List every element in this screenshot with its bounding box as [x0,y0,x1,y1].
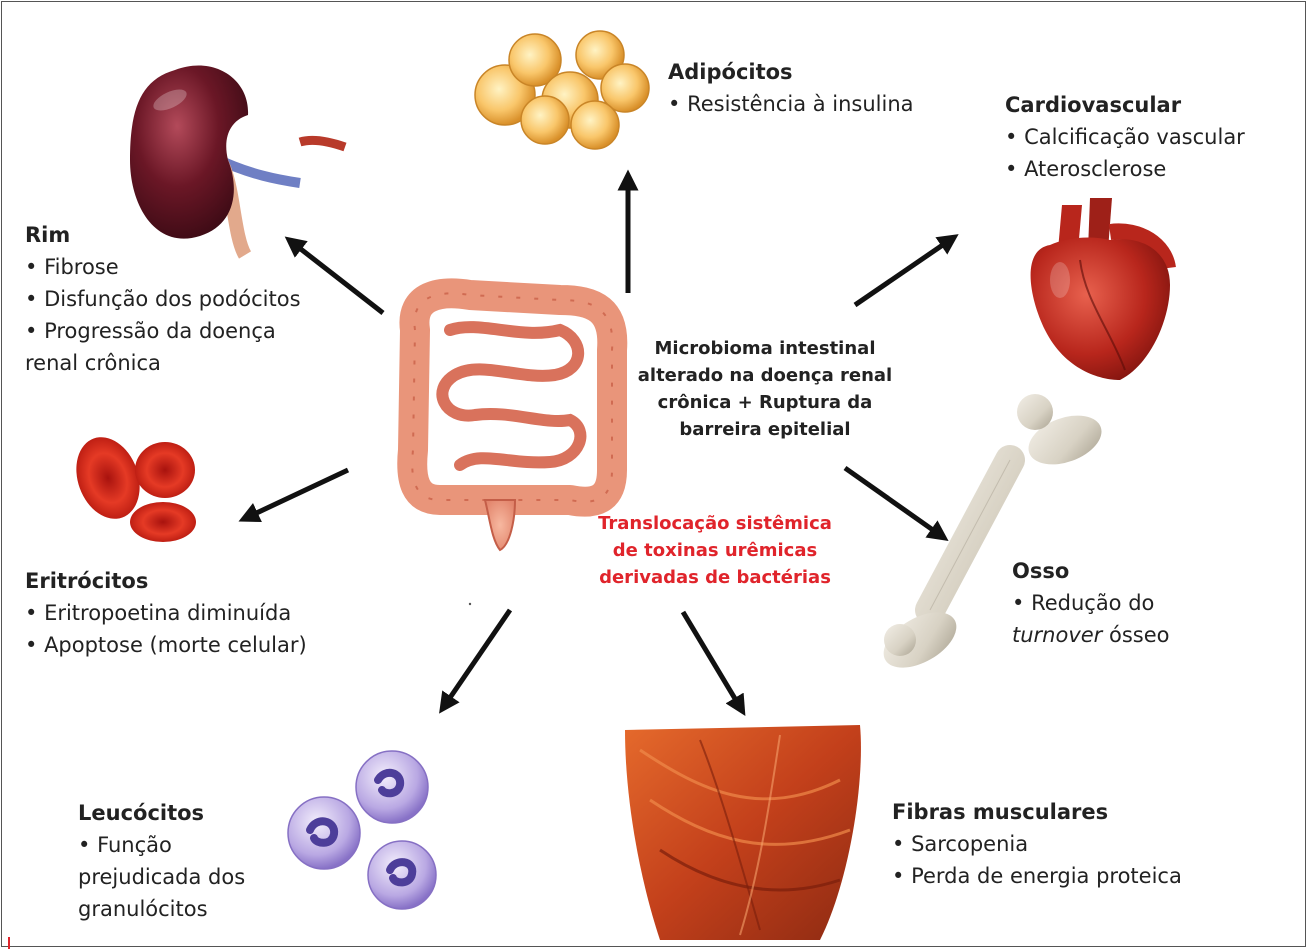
adipocytes-title: Adipócitos [668,56,914,88]
adipocytes-icon [475,31,649,149]
cardiovascular-item: Calcificação vascular [1005,121,1245,153]
kidney-item-continuation: renal crônica [25,347,301,379]
leukocytes-item: Função [78,829,245,861]
muscle-fibers-icon [625,725,861,940]
leukocytes-block: Leucócitos Função prejudicada dos granul… [78,797,245,925]
stray-dot [469,603,471,605]
kidney-block: Rim Fibrose Disfunção dos podócitos Prog… [25,219,301,379]
center-main-text: Microbioma intestinal alterado na doença… [620,335,910,443]
erythrocytes-block: Eritrócitos Eritropoetina diminuída Apop… [25,565,307,661]
erythrocytes-item: Eritropoetina diminuída [25,597,307,629]
center-main-line: Microbioma intestinal [620,335,910,362]
kidney-item: Progressão da doença [25,315,301,347]
muscle-title: Fibras musculares [892,796,1182,828]
bone-item: Redução do [1012,587,1170,619]
cardiovascular-title: Cardiovascular [1005,89,1245,121]
kidney-item: Fibrose [25,251,301,283]
kidney-title: Rim [25,219,301,251]
bone-item-tail: ósseo [1102,623,1169,647]
center-red-text: Translocação sistêmica de toxinas urêmic… [560,510,870,591]
arrow-to-muscle [683,612,740,707]
leukocytes-item-continuation: granulócitos [78,893,245,925]
leukocytes-item-continuation: prejudicada dos [78,861,245,893]
bone-title: Osso [1012,555,1170,587]
muscle-item: Sarcopenia [892,828,1182,860]
bone-italic-word: turnover [1012,623,1102,647]
adipocytes-item: Resistência à insulina [668,88,914,120]
bone-block: Osso Redução do turnover ósseo [1012,555,1170,651]
adipocytes-block: Adipócitos Resistência à insulina [668,56,914,120]
heart-icon [1031,198,1170,380]
center-main-line: crônica + Ruptura da [620,389,910,416]
muscle-item: Perda de energia proteica [892,860,1182,892]
arrow-to-cardiovascular [855,240,950,305]
bone-item-continuation: turnover ósseo [1012,619,1170,651]
arrow-to-erythrocytes [248,470,348,517]
arrow-to-leukocytes [445,610,510,705]
muscle-block: Fibras musculares Sarcopenia Perda de en… [892,796,1182,892]
center-red-line: derivadas de bactérias [560,564,870,591]
center-red-line: de toxinas urêmicas [560,537,870,564]
arrow-to-kidney [293,243,383,313]
red-blood-cells-icon [65,428,196,542]
center-red-line: Translocação sistêmica [560,510,870,537]
erythrocytes-title: Eritrócitos [25,565,307,597]
kidney-item: Disfunção dos podócitos [25,283,301,315]
cardiovascular-item: Aterosclerose [1005,153,1245,185]
cardiovascular-block: Cardiovascular Calcificação vascular Ate… [1005,89,1245,185]
erythrocytes-item: Apoptose (morte celular) [25,629,307,661]
leukocytes-title: Leucócitos [78,797,245,829]
center-main-line: barreira epitelial [620,416,910,443]
leukocytes-icon [288,751,436,909]
center-main-line: alterado na doença renal [620,362,910,389]
